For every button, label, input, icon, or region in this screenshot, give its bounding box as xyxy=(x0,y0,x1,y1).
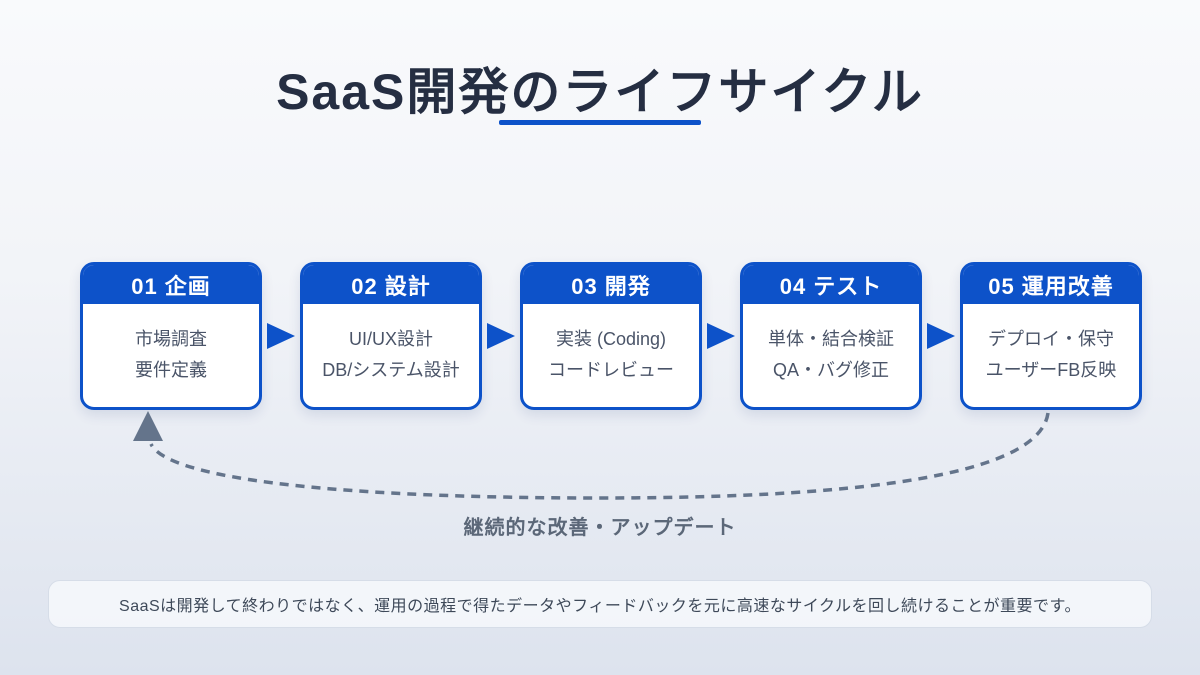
step-header: 04 テスト xyxy=(743,265,919,304)
step-line: QA・バグ修正 xyxy=(772,360,889,380)
feedback-loop-label: 継続的な改善・アップデート xyxy=(463,517,737,539)
step-body: UI/UX設計 DB/システム設計 xyxy=(303,304,479,407)
step-header: 01 企画 xyxy=(83,265,259,304)
step-body: 市場調査 要件定義 xyxy=(83,304,259,407)
flow-gap xyxy=(482,262,520,410)
flow-gap xyxy=(702,262,740,410)
step-line: ユーザーFB反映 xyxy=(985,360,1117,380)
step-card-planning: 01 企画 市場調査 要件定義 xyxy=(80,262,262,410)
arrow-right-icon xyxy=(707,323,735,349)
step-card-development: 03 開発 実装 (Coding) コードレビュー xyxy=(520,262,702,410)
arrow-right-icon xyxy=(487,323,515,349)
step-body: 実装 (Coding) コードレビュー xyxy=(523,304,699,407)
step-header: 03 開発 xyxy=(523,265,699,304)
arrow-right-icon xyxy=(927,323,955,349)
arrow-right-icon xyxy=(267,323,295,349)
step-line: UI/UX設計 xyxy=(348,329,433,350)
page-title: SaaS開発のライフサイクル xyxy=(276,64,924,120)
step-line: DB/システム設計 xyxy=(322,360,460,380)
step-card-design: 02 設計 UI/UX設計 DB/システム設計 xyxy=(300,262,482,410)
step-card-test: 04 テスト 単体・結合検証 QA・バグ修正 xyxy=(740,262,922,410)
step-header: 05 運用改善 xyxy=(963,265,1139,304)
step-body: 単体・結合検証 QA・バグ修正 xyxy=(743,304,919,407)
feedback-loop-path xyxy=(149,412,1050,500)
lifecycle-flow: 01 企画 市場調査 要件定義 02 設計 UI/UX設計 DB/システム設計 … xyxy=(80,262,1142,410)
flow-gap xyxy=(262,262,300,410)
summary-note: SaaSは開発して終わりではなく、運用の過程で得たデータやフィードバックを元に高… xyxy=(48,580,1152,628)
step-body: デプロイ・保守 ユーザーFB反映 xyxy=(963,304,1139,407)
step-header: 02 設計 xyxy=(303,265,479,304)
flow-gap xyxy=(922,262,960,410)
summary-note-text: SaaSは開発して終わりではなく、運用の過程で得たデータやフィードバックを元に高… xyxy=(119,598,1081,615)
step-line: 市場調査 xyxy=(135,329,207,350)
step-line: 単体・結合検証 xyxy=(768,329,894,350)
title-underline xyxy=(499,120,701,125)
step-card-operation: 05 運用改善 デプロイ・保守 ユーザーFB反映 xyxy=(960,262,1142,410)
step-line: 実装 (Coding) xyxy=(555,329,667,350)
step-line: 要件定義 xyxy=(135,360,207,380)
step-line: デプロイ・保守 xyxy=(988,329,1114,350)
step-line: コードレビュー xyxy=(548,360,674,380)
feedback-arrowhead-icon xyxy=(133,411,163,441)
